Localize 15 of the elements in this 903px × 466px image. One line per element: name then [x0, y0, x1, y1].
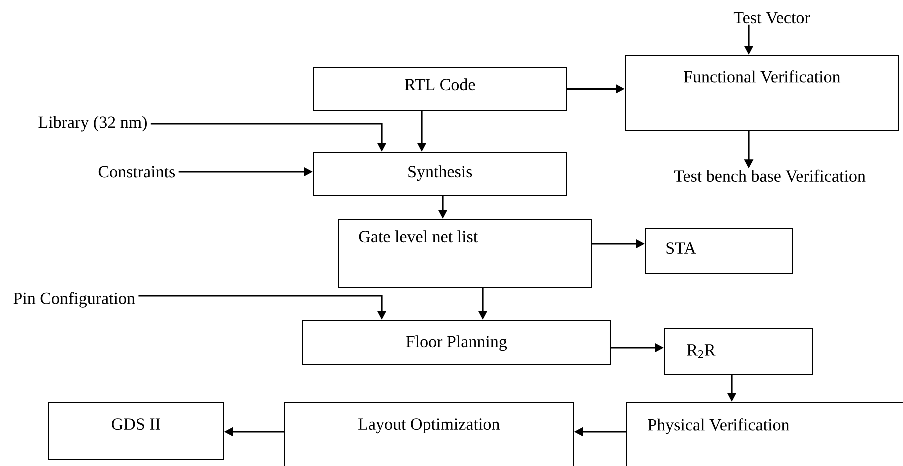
- input-label: Test Vector: [734, 12, 810, 24]
- process-box: GDS II: [48, 402, 224, 460]
- input-label: Test bench base Verification: [674, 170, 866, 182]
- process-box: Floor Planning: [302, 320, 612, 366]
- process-box: Physical Verification: [626, 402, 903, 466]
- process-box: STA: [645, 228, 794, 274]
- process-box: RTL Code: [313, 67, 568, 112]
- input-label: Pin Configuration: [14, 292, 136, 308]
- input-label: Library (32 nm): [38, 116, 147, 132]
- process-box: Functional Verification: [625, 55, 900, 132]
- process-box: Gate level net list: [338, 219, 592, 288]
- process-box: Layout Optimization: [284, 402, 574, 466]
- process-box: R$_{2}$R: [664, 328, 814, 376]
- input-label: Constraints: [98, 166, 176, 178]
- process-box: Synthesis: [313, 152, 568, 196]
